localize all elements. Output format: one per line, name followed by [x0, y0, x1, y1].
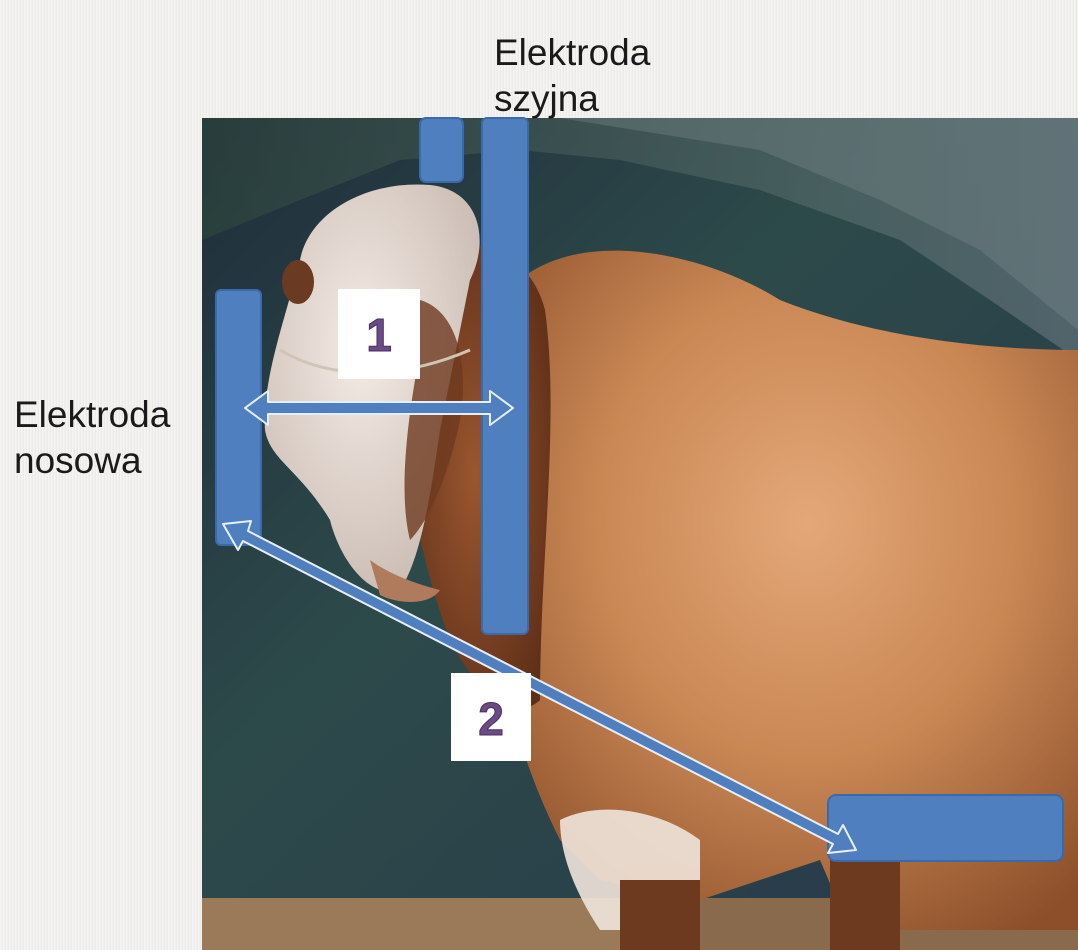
rear-electrode	[828, 795, 1063, 861]
marker-1: 1	[338, 289, 420, 379]
marker-1-text: 1	[366, 309, 392, 361]
nose-electrode-label-line2: nosowa	[14, 438, 170, 484]
bull-ear	[282, 260, 314, 304]
marker-2-text: 2	[478, 693, 504, 745]
marker-2: 2	[451, 673, 531, 761]
neck-electrode-label-line1: Elektroda	[494, 30, 650, 76]
neck-electrode-label: Elektroda szyjna	[494, 30, 650, 122]
neck-electrode-label-line2: szyjna	[494, 76, 650, 122]
nose-electrode	[216, 290, 261, 545]
neck-electrode	[482, 118, 528, 634]
electrode-top-stub	[420, 118, 463, 182]
nose-electrode-label-line1: Elektroda	[14, 392, 170, 438]
nose-electrode-label: Elektroda nosowa	[14, 392, 170, 484]
